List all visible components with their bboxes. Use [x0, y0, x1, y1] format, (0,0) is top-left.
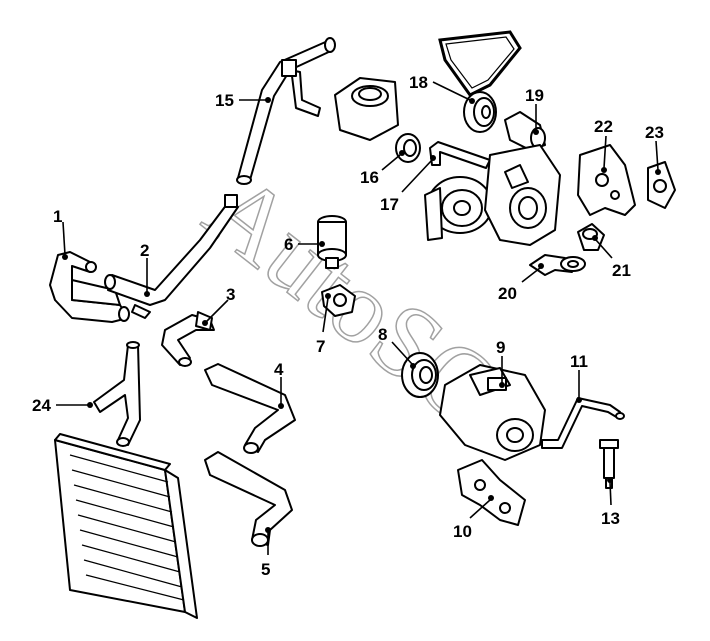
callout-label: 21 [612, 261, 631, 280]
callout-label: 16 [360, 168, 379, 187]
tensioner-19 [504, 111, 546, 151]
callout-19: 19 [525, 86, 544, 135]
callout-label: 1 [53, 207, 62, 226]
callout-4: 4 [274, 360, 284, 409]
callout-23: 23 [645, 123, 664, 175]
callout-3: 3 [202, 285, 235, 326]
callout-1: 1 [53, 207, 68, 260]
callout-label: 9 [496, 338, 505, 357]
callout-label: 10 [453, 522, 472, 541]
callout-24: 24 [32, 396, 93, 415]
bracket-7 [321, 284, 356, 317]
callout-label: 18 [409, 73, 428, 92]
callout-label: 4 [274, 360, 284, 379]
bracket-10 [457, 459, 526, 526]
pulley-18 [463, 91, 497, 133]
hose-2 [104, 194, 239, 319]
callout-11: 11 [570, 352, 588, 403]
callout-label: 17 [380, 195, 399, 214]
expansion-tank [334, 77, 399, 141]
callout-21: 21 [592, 235, 631, 280]
drive-belt [438, 30, 522, 97]
mount-23 [647, 161, 676, 209]
callout-16: 16 [360, 150, 405, 187]
callout-label: 23 [645, 123, 664, 142]
callout-6: 6 [284, 235, 325, 254]
callout-label: 19 [525, 86, 544, 105]
callout-9: 9 [496, 338, 505, 388]
elbow-20 [529, 254, 586, 276]
callout-label: 13 [601, 509, 620, 528]
callout-22: 22 [594, 117, 613, 173]
callout-13: 13 [601, 477, 620, 528]
callout-18: 18 [409, 73, 475, 104]
pipe-11 [541, 397, 625, 449]
hose-5 [204, 451, 293, 547]
callout-20: 20 [498, 263, 544, 303]
sensor-21 [577, 223, 605, 251]
hose-4 [204, 363, 296, 454]
callout-17: 17 [380, 155, 436, 214]
hose-15 [236, 37, 336, 185]
callout-2: 2 [140, 241, 150, 297]
callout-7: 7 [316, 293, 331, 356]
hose-1 [49, 251, 130, 323]
hose-24 [93, 341, 141, 447]
radiator [54, 433, 198, 619]
callout-label: 7 [316, 337, 325, 356]
callout-label: 24 [32, 396, 51, 415]
engine-bracket [484, 144, 561, 246]
callout-label: 5 [261, 560, 270, 579]
callout-5: 5 [261, 527, 271, 579]
callout-label: 15 [215, 91, 234, 110]
alternator [424, 176, 493, 241]
hose-3 [161, 311, 215, 367]
callout-label: 3 [226, 285, 235, 304]
callout-label: 22 [594, 117, 613, 136]
callout-10: 10 [453, 495, 494, 541]
rod-17 [429, 141, 491, 169]
callout-label: 20 [498, 284, 517, 303]
compressor-9 [439, 364, 546, 461]
callout-15: 15 [215, 91, 271, 110]
callout-8: 8 [378, 325, 416, 369]
callout-label: 8 [378, 325, 387, 344]
callout-label: 6 [284, 235, 293, 254]
bearing-16 [395, 133, 421, 163]
valve-6 [317, 215, 347, 269]
mount-22 [577, 144, 636, 216]
callout-label: 11 [570, 352, 588, 371]
callout-label: 2 [140, 241, 149, 260]
